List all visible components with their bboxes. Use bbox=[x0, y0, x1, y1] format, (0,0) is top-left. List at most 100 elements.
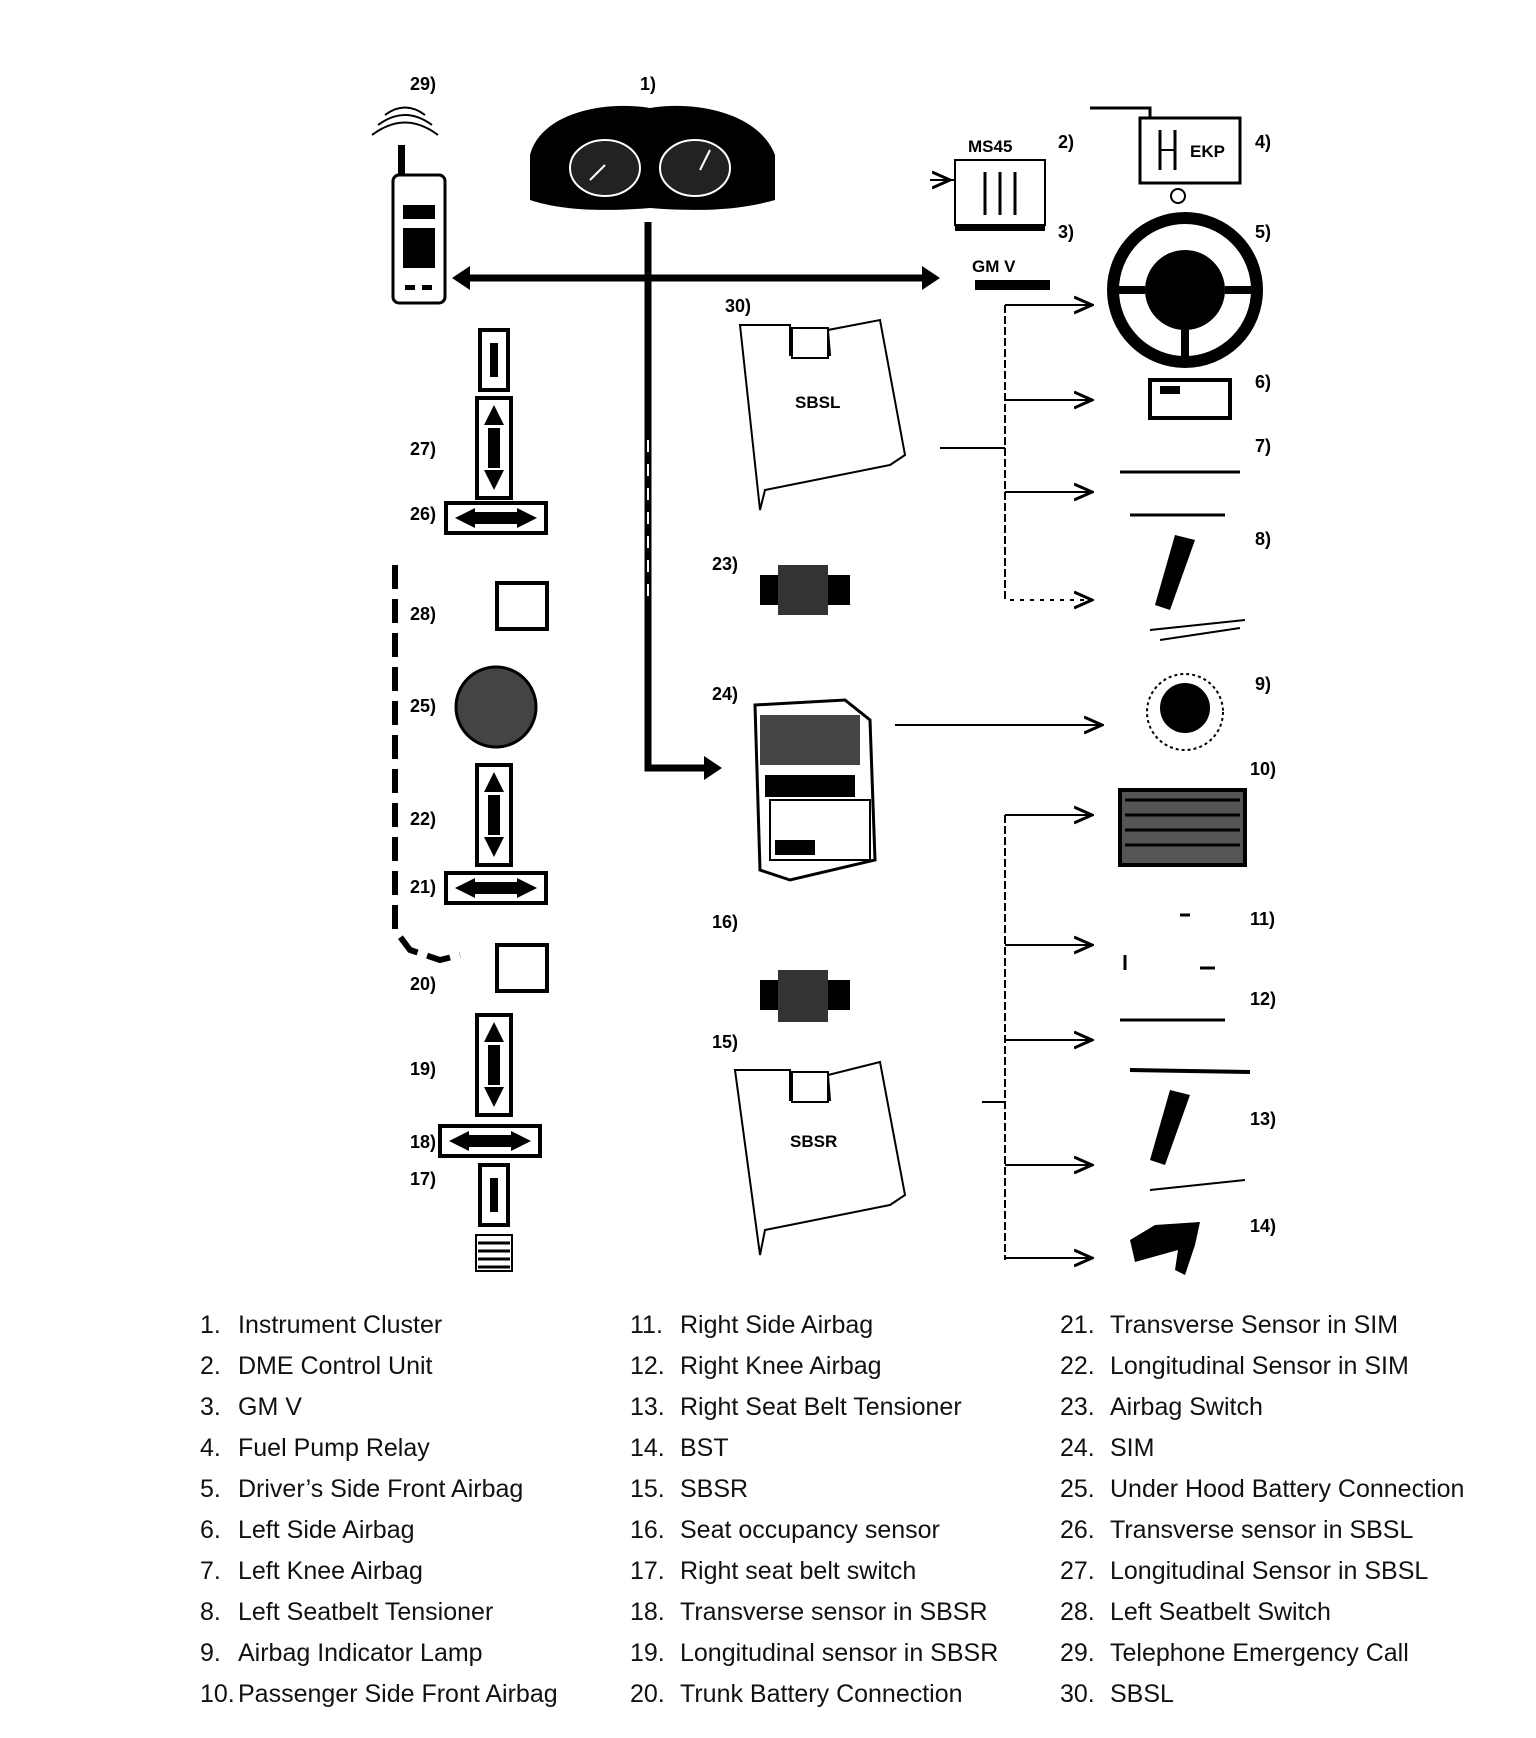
legend-item-label: Trunk Battery Connection bbox=[680, 1680, 963, 1708]
legend-item: 8. Left Seatbelt Tensioner bbox=[200, 1592, 640, 1633]
callout-6: 6) bbox=[1255, 372, 1271, 392]
legend-item-number: 2. bbox=[200, 1352, 221, 1380]
instrument-cluster-icon bbox=[530, 105, 775, 210]
callout-3: 3) bbox=[1058, 222, 1074, 242]
legend-item-number: 4. bbox=[200, 1434, 221, 1462]
callout-7: 7) bbox=[1255, 436, 1271, 456]
legend-column-3: 21. Transverse Sensor in SIM 22. Longitudin… bbox=[1060, 1305, 1500, 1715]
sim-unit-icon bbox=[753, 698, 877, 882]
legend-item: 26.Transverse sensor in SBSL bbox=[1060, 1510, 1500, 1551]
legend-item-label: Longitudinal sensor in SBSR bbox=[680, 1639, 999, 1667]
callout-16: 16) bbox=[712, 912, 738, 932]
legend-item-number: 23. bbox=[1060, 1393, 1095, 1421]
legend: 1. Instrument Cluster 2.DME Control Unit 3.… bbox=[200, 1305, 1500, 1725]
legend-item-number: 8. bbox=[200, 1598, 221, 1626]
callout-18: 18) bbox=[410, 1132, 436, 1152]
callout-26: 26) bbox=[410, 504, 436, 524]
legend-item-label: Fuel Pump Relay bbox=[238, 1434, 430, 1462]
callout-23: 23) bbox=[712, 554, 738, 574]
legend-item: 25. Under Hood Battery Connection bbox=[1060, 1469, 1500, 1510]
legend-item-label: Longitudinal Sensor in SIM bbox=[1110, 1352, 1409, 1380]
legend-item: 27.Longitudinal Sensor in SBSL bbox=[1060, 1551, 1500, 1592]
right-knee-airbag-icon bbox=[1120, 1018, 1251, 1074]
legend-item-number: 15. bbox=[630, 1475, 665, 1503]
callout-21: 21) bbox=[410, 877, 436, 897]
ms45-label: MS45 bbox=[968, 137, 1012, 156]
sbsl-label: SBSL bbox=[795, 393, 840, 412]
left-side-airbag-icon bbox=[1148, 378, 1232, 420]
passenger-front-airbag-icon bbox=[1118, 788, 1247, 867]
callout-15: 15) bbox=[712, 1032, 738, 1052]
callout-29: 29) bbox=[410, 74, 436, 94]
callout-5: 5) bbox=[1255, 222, 1271, 242]
legend-item: 18.Transverse sensor in SBSR bbox=[630, 1592, 1070, 1633]
legend-item: 4. Fuel Pump Relay bbox=[200, 1428, 640, 1469]
legend-item-number: 9. bbox=[200, 1639, 221, 1667]
legend-item-number: 29. bbox=[1060, 1639, 1095, 1667]
legend-item: 24.SIM bbox=[1060, 1428, 1500, 1469]
callout-2: 2) bbox=[1058, 132, 1074, 152]
legend-item-label: SBSL bbox=[1110, 1680, 1174, 1708]
legend-item-number: 21. bbox=[1060, 1311, 1095, 1339]
callout-labels: 1) 2) 3) 4) 5) 6) 7) 8) 9) 10) 11) 12) 1… bbox=[410, 74, 1276, 1236]
legend-item: 13.Right Seat Belt Tensioner bbox=[630, 1387, 1070, 1428]
legend-item: 7. Left Knee Airbag bbox=[200, 1551, 640, 1592]
sbsl-unit-icon: SBSL bbox=[738, 318, 907, 511]
callout-17: 17) bbox=[410, 1169, 436, 1189]
dme-control-unit-icon: MS45 bbox=[940, 137, 1046, 231]
legend-item-number: 6. bbox=[200, 1516, 221, 1544]
sbsr-label: SBSR bbox=[790, 1132, 837, 1151]
callout-1: 1) bbox=[640, 74, 656, 94]
legend-item-label: Driver’s Side Front Airbag bbox=[238, 1475, 524, 1503]
legend-item: 30. SBSL bbox=[1060, 1674, 1500, 1715]
legend-item: 6.Left Side Airbag bbox=[200, 1510, 640, 1551]
legend-item-number: 28. bbox=[1060, 1598, 1095, 1626]
callout-19: 19) bbox=[410, 1059, 436, 1079]
legend-item-label: SIM bbox=[1110, 1434, 1155, 1462]
legend-item-number: 7. bbox=[200, 1557, 221, 1585]
legend-item: 17.Right seat belt switch bbox=[630, 1551, 1070, 1592]
legend-item-label: Transverse sensor in SBSR bbox=[680, 1598, 988, 1626]
legend-item: 10.Passenger Side Front Airbag bbox=[200, 1674, 640, 1715]
gm-v-icon: GM V bbox=[972, 257, 1050, 290]
sbsr-unit-icon: SBSR bbox=[733, 1060, 907, 1256]
legend-item-number: 14. bbox=[630, 1434, 665, 1462]
legend-item-number: 20. bbox=[630, 1680, 665, 1708]
legend-item: 21. Transverse Sensor in SIM bbox=[1060, 1305, 1500, 1346]
legend-item-label: Under Hood Battery Connection bbox=[1110, 1475, 1465, 1503]
callout-14: 14) bbox=[1250, 1216, 1276, 1236]
legend-item-label: BST bbox=[680, 1434, 729, 1462]
legend-item-number: 3. bbox=[200, 1393, 221, 1421]
legend-item-label: GM V bbox=[238, 1393, 302, 1421]
legend-item: 19.Longitudinal sensor in SBSR bbox=[630, 1633, 1070, 1674]
legend-item-label: Transverse Sensor in SIM bbox=[1110, 1311, 1399, 1339]
legend-item: 23. Airbag Switch bbox=[1060, 1387, 1500, 1428]
fuel-pump-relay-icon: EKP bbox=[1090, 106, 1242, 204]
legend-item-number: 1. bbox=[200, 1311, 221, 1339]
steering-wheel-airbag-icon bbox=[1107, 212, 1263, 368]
legend-item-label: Right seat belt switch bbox=[680, 1557, 917, 1585]
bst-icon bbox=[1130, 1222, 1200, 1275]
airbag-indicator-lamp-icon bbox=[1146, 673, 1224, 751]
airbag-switch-icon bbox=[760, 565, 850, 615]
legend-item-label: Left Seatbelt Tensioner bbox=[238, 1598, 494, 1626]
legend-item-number: 5. bbox=[200, 1475, 221, 1503]
legend-item: 9.Airbag Indicator Lamp bbox=[200, 1633, 640, 1674]
legend-item-number: 25. bbox=[1060, 1475, 1095, 1503]
sbsl-connector-lines bbox=[940, 305, 1090, 602]
legend-item: 2.DME Control Unit bbox=[200, 1346, 640, 1387]
legend-item-label: Right Knee Airbag bbox=[680, 1352, 882, 1380]
callout-8: 8) bbox=[1255, 529, 1271, 549]
legend-item-label: Instrument Cluster bbox=[238, 1311, 443, 1339]
legend-item-label: Left Knee Airbag bbox=[238, 1557, 423, 1585]
legend-item-label: Airbag Switch bbox=[1110, 1393, 1263, 1421]
legend-item-number: 13. bbox=[630, 1393, 665, 1421]
legend-item-number: 30. bbox=[1060, 1680, 1095, 1708]
legend-item-label: Right Side Airbag bbox=[680, 1311, 874, 1339]
callout-10: 10) bbox=[1250, 759, 1276, 779]
legend-item-label: Transverse sensor in SBSL bbox=[1110, 1516, 1414, 1544]
gmv-label: GM V bbox=[972, 257, 1016, 276]
legend-item-number: 22. bbox=[1060, 1352, 1095, 1380]
callout-9: 9) bbox=[1255, 674, 1271, 694]
